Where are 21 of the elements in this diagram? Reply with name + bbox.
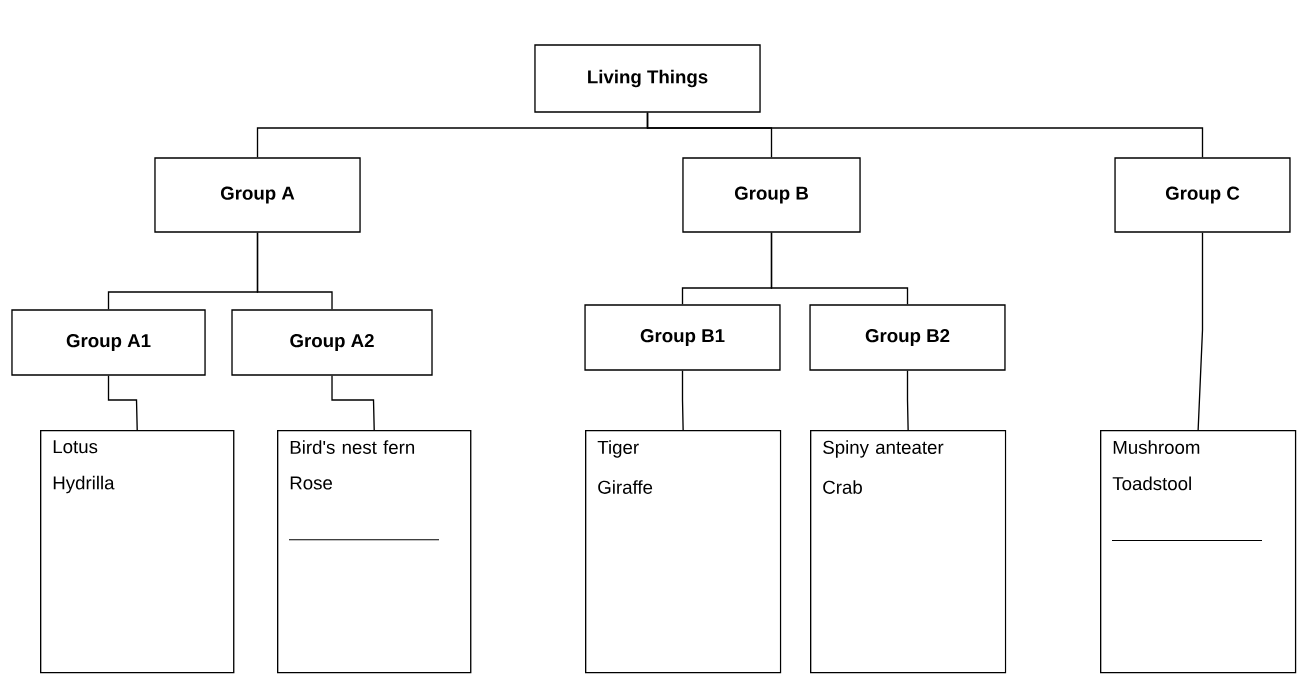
connector-line [1197, 232, 1204, 431]
connector-line [256, 232, 333, 310]
connector-line [331, 375, 375, 431]
list-box: Lotus Hydrilla [40, 430, 235, 674]
list-box: Bird's nest fern Rose [277, 430, 472, 674]
group-box: Group A2 [231, 309, 433, 376]
group-box: Group A [154, 157, 361, 233]
connector-line [107, 375, 138, 431]
group-box: Group B2 [809, 304, 1006, 371]
connector-line [681, 370, 684, 431]
list-box: Mushroom Toadstool [1100, 430, 1297, 674]
group-box: Group C [1114, 157, 1291, 233]
group-box: Group A1 [11, 309, 206, 376]
connector-line [646, 111, 1204, 158]
list-box: Spiny anteater Crab [810, 430, 1007, 674]
list-box: Tiger Giraffe [585, 430, 782, 674]
connector-line [906, 370, 909, 431]
group-box: Group B [682, 157, 861, 233]
group-box: Living Things [534, 44, 761, 113]
connector-line [770, 232, 909, 305]
group-box: Group B1 [584, 304, 781, 371]
